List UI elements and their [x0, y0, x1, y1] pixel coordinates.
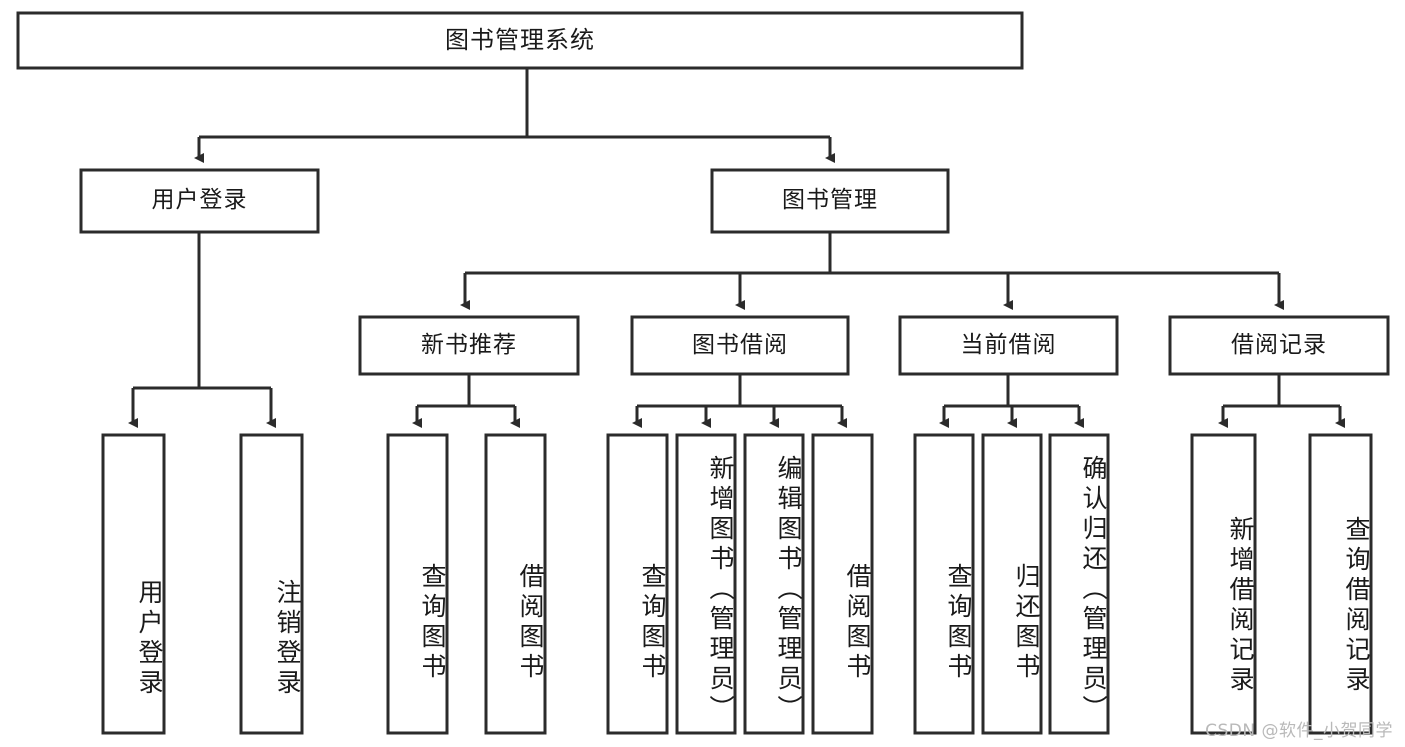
- node-box-leaf-10[interactable]: [1048, 433, 1110, 735]
- node-box-root[interactable]: [16, 11, 1024, 70]
- node-box-leaf-7[interactable]: [811, 433, 874, 735]
- node-box-leaf-1[interactable]: [239, 433, 304, 735]
- node-box-new-book-rec[interactable]: [358, 315, 580, 376]
- connector-userlogin-to-leaves: [128, 232, 276, 428]
- connector-bookmgmt-to-level3: [460, 232, 1284, 310]
- node-box-leaf-2[interactable]: [386, 433, 449, 735]
- watermark-text: CSDN @软件_小贺同学: [1205, 721, 1393, 741]
- connector-newbookrec-to-leaves: [412, 374, 520, 428]
- connector-bookborrow-to-leaves: [632, 374, 847, 428]
- node-box-leaf-12[interactable]: [1308, 433, 1373, 735]
- node-box-book-management[interactable]: [710, 168, 950, 234]
- node-box-leaf-4[interactable]: [606, 433, 669, 735]
- node-boxes: [16, 11, 1390, 735]
- node-box-leaf-9[interactable]: [981, 433, 1043, 735]
- node-box-book-borrow[interactable]: [630, 315, 850, 376]
- node-box-leaf-11[interactable]: [1190, 433, 1257, 735]
- connector-root-to-level2: [194, 68, 835, 163]
- node-box-leaf-8[interactable]: [913, 433, 975, 735]
- node-box-current-borrow[interactable]: [898, 315, 1119, 376]
- node-box-leaf-3[interactable]: [484, 433, 547, 735]
- node-box-leaf-5[interactable]: [675, 433, 737, 735]
- node-box-leaf-0[interactable]: [101, 433, 166, 735]
- node-box-borrow-record[interactable]: [1168, 315, 1390, 376]
- node-box-user-login[interactable]: [79, 168, 320, 234]
- node-box-leaf-6[interactable]: [743, 433, 805, 735]
- connector-currentborrow-to-leaves: [939, 374, 1084, 428]
- connector-borrowrecord-to-leaves: [1218, 374, 1345, 428]
